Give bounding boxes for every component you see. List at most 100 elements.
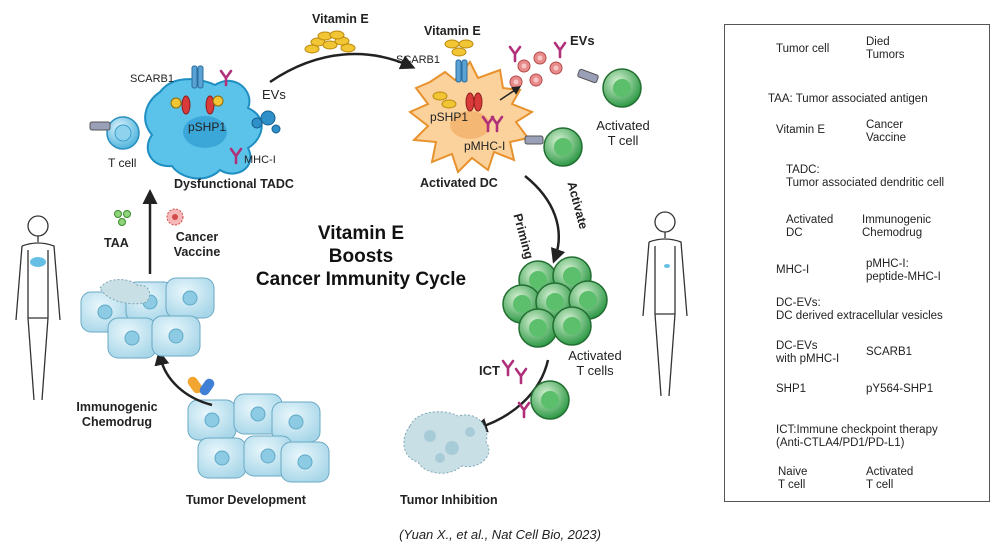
label-pmhc-right: pMHC-I: [464, 139, 506, 153]
label-pshp1-left: pSHP1: [188, 120, 227, 134]
scarb1-right-icon: [455, 59, 468, 83]
legend-pmhc-line2: peptide-MHC-I: [866, 271, 941, 283]
taa-icon-main: [114, 210, 131, 226]
legend-died-tumors: Died Tumors: [866, 36, 905, 62]
immunogenic-tumor-cluster: [80, 277, 215, 359]
label-evs-right: EVs: [570, 33, 595, 48]
legend-died-tumors-line1: Died: [866, 36, 890, 48]
label-pshp1-right: pSHP1: [430, 110, 469, 124]
legend-chemodrug-line1: Immunogenic: [862, 214, 932, 226]
legend-ict-line1: ICT:Immune checkpoint therapy: [776, 424, 938, 436]
legend-dc-evs: DC-EVs: DC derived extracellular vesicle…: [776, 297, 943, 323]
legend-shp1: SHP1: [776, 383, 807, 395]
chemodrug-icon-main: [187, 376, 215, 396]
legend-activated-t: Activated T cell: [866, 466, 913, 492]
label-activated-t-cell-top-line2: T cell: [607, 133, 639, 148]
legend-ict-line2: (Anti-CTLA4/PD1/PD-L1): [776, 437, 905, 449]
shp1-left-icon: [170, 95, 224, 115]
arrow-priming: [524, 175, 566, 264]
legend-activated-t-line2: T cell: [866, 479, 894, 491]
legend-box: [724, 24, 990, 502]
label-activated-t-cells-line1: Activated: [568, 348, 622, 363]
legend-activated-dc-line1: Activated: [786, 214, 834, 226]
label-dysfunctional-tadc: Dysfunctional TADC: [174, 177, 294, 191]
legend-activated-dc-line2: DC: [786, 227, 803, 239]
legend-dc-evs-pmhc-line1: DC-EVs: [776, 340, 818, 352]
label-tumor-development: Tumor Development: [186, 493, 306, 507]
label-vitamin-e-top: Vitamin E: [312, 12, 369, 26]
legend-chemodrug-line2: Chemodrug: [862, 227, 923, 239]
label-scarb1-right: SCARB1: [396, 54, 441, 66]
legend-tadc: TADC: Tumor associated dendritic cell: [786, 164, 944, 190]
legend-naive-t: Naive T cell: [778, 466, 807, 492]
label-t-cell: T cell: [108, 156, 137, 170]
tumor-development-cluster: [187, 393, 330, 483]
human-figure-right: [642, 211, 688, 397]
legend-taa: TAA: Tumor associated antigen: [768, 93, 928, 105]
activated-t-cell-dc: [524, 127, 583, 167]
label-activated-dc: Activated DC: [420, 176, 498, 190]
title-line3: Cancer Immunity Cycle: [255, 269, 467, 290]
label-mhc-left: MHC-I: [244, 154, 276, 166]
legend-dc-evs-pmhc: DC-EVs with pMHC-I: [776, 340, 839, 366]
legend-cancer-vaccine-line1: Cancer: [866, 119, 904, 131]
label-cancer-vaccine-line2: Vaccine: [173, 245, 221, 259]
label-activated-t-cell-top: Activated T cell: [588, 118, 658, 148]
citation-caption: (Yuan X., et al., Nat Cell Bio, 2023): [399, 527, 601, 542]
legend-tumor-cell: Tumor cell: [776, 43, 830, 55]
legend-died-tumors-line2: Tumors: [866, 49, 905, 61]
legend-immunogenic-chemodrug: Immunogenic Chemodrug: [862, 214, 931, 240]
legend-cancer-vaccine: Cancer Vaccine: [866, 119, 906, 145]
cancer-vaccine-icon-main: [166, 208, 184, 226]
scarb1-left-icon: [191, 65, 204, 89]
legend-pmhc-line1: pMHC-I:: [866, 258, 909, 270]
label-evs-left: EVs: [262, 87, 286, 102]
label-immunogenic-chemodrug-line2: Chemodrug: [81, 415, 153, 429]
legend-naive-t-line1: Naive: [778, 466, 808, 478]
label-scarb1-left: SCARB1: [130, 73, 175, 85]
legend-tadc-line2: Tumor associated dendritic cell: [786, 177, 945, 189]
legend-cancer-vaccine-line2: Vaccine: [866, 132, 907, 144]
legend-dc-evs-pmhc-line2: with pMHC-I: [776, 353, 840, 365]
label-ict: ICT: [479, 363, 500, 378]
legend-activated-dc: Activated DC: [786, 214, 833, 240]
human-figure-left: [15, 215, 61, 401]
vitamin-e-pills-top: [304, 30, 356, 54]
arrow-chemodrug: [154, 350, 213, 407]
legend-dc-evs-line2: DC derived extracellular vesicles: [776, 310, 943, 322]
label-tumor-inhibition: Tumor Inhibition: [400, 493, 498, 507]
label-immunogenic-chemodrug-line1: Immunogenic: [76, 400, 158, 414]
legend-dc-evs-line1: DC-EVs:: [776, 297, 821, 309]
legend-tadc-line1: TADC:: [786, 164, 820, 176]
label-cancer-vaccine: Cancer Vaccine: [164, 230, 230, 260]
died-tumor-cluster: [403, 411, 490, 474]
legend-pmhc: pMHC-I: peptide-MHC-I: [866, 258, 941, 284]
legend-scarb1: SCARB1: [866, 346, 913, 358]
evs-right-icon: [508, 41, 567, 89]
title-line1: Vitamin E: [317, 223, 405, 244]
ev-release-arrow: [499, 86, 521, 101]
activated-t-cells-cluster: [502, 256, 608, 348]
title-line2: Boosts: [328, 246, 394, 267]
label-activated-t-cells: Activated T cells: [560, 348, 630, 378]
evs-left-icon: [251, 110, 281, 134]
arrow-to-activated-dc: [269, 52, 416, 84]
t-cell-naive-left: [89, 116, 140, 150]
legend-vitamin-e: Vitamin E: [776, 124, 826, 136]
activated-t-cell-top: [577, 68, 642, 108]
legend-naive-t-line2: T cell: [778, 479, 806, 491]
legend-mhc: MHC-I: [776, 264, 810, 276]
shp1-right-icon: [465, 92, 483, 112]
diagram-title: Vitamin E Boosts Cancer Immunity Cycle: [236, 222, 486, 291]
label-immunogenic-chemodrug: Immunogenic Chemodrug: [62, 400, 172, 430]
legend-ict: ICT:Immune checkpoint therapy (Anti-CTLA…: [776, 424, 938, 450]
activated-dc-cell: [408, 60, 535, 174]
label-activated-t-cell-top-line1: Activated: [596, 118, 650, 133]
label-activated-t-cells-line2: T cells: [576, 363, 614, 378]
legend-py564-shp1: pY564-SHP1: [866, 383, 934, 395]
ict-icon: [501, 359, 528, 385]
label-taa: TAA: [104, 236, 129, 250]
arrow-to-inhibition: [472, 359, 550, 433]
label-vitamin-e-dc: Vitamin E: [424, 24, 481, 38]
legend-activated-t-line1: Activated: [866, 466, 914, 478]
